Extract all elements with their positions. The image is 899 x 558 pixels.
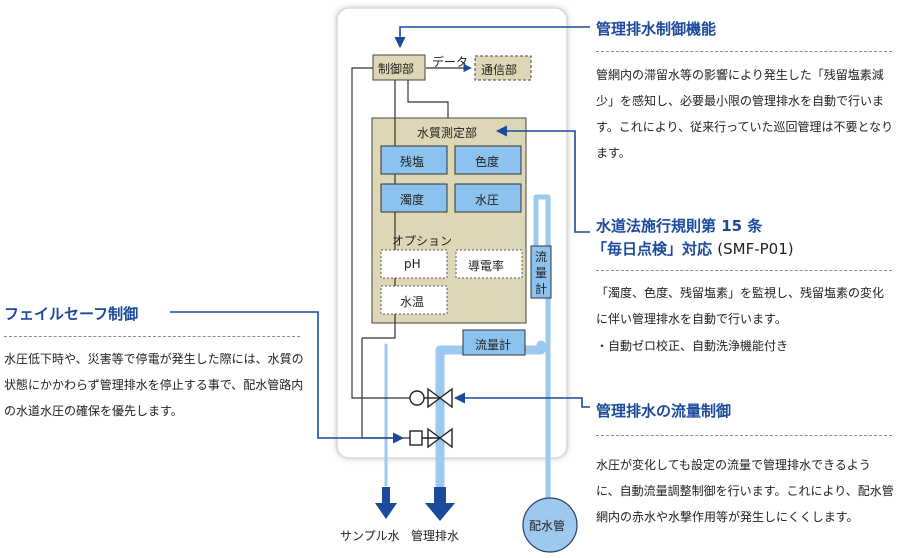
flowmeter-vertical-char: 量 [535,266,548,280]
divider [596,435,892,436]
option-box [455,249,523,279]
callout-lines [170,26,590,444]
flowmeter-box [462,329,526,356]
managed-drain-label: 管理排水 [411,529,460,543]
comm-unit-label: 通信部 [481,63,518,77]
comm-unit-box [474,55,532,81]
option-box [380,249,448,279]
sensor-box [380,183,448,213]
control-unit-box [372,54,426,81]
option-box [380,285,448,315]
flowmeter-vertical-char: 計 [535,282,548,296]
sensor-box [454,183,522,213]
distribution-pipe-label: 配水管 [529,519,566,533]
daily-check-title-line1: 水道法施行規則第 15 条 [596,217,763,235]
daily-check-bullet: ・自動ゼロ校正、自動洗浄機能付き [596,339,789,353]
option-conductivity: 導電率 [468,259,505,273]
flowmeter-vertical-char: 流 [535,250,548,264]
failsafe-title: フェイルセーフ制御 [4,305,139,323]
sensor-box [454,145,522,175]
sample-water-label: サンプル水 [340,529,400,543]
option-ph: pH [404,257,421,271]
divider [596,270,892,271]
daily-check-title-line2: 「毎日点検」対応 (SMF-P01) [592,238,794,259]
control-valve-icon [409,387,453,409]
data-label: データ [432,55,469,69]
distribution-pipe-icon [522,497,578,553]
daily-check-title-main: 「毎日点検」対応 [592,240,713,258]
sensor-turbidity: 濁度 [400,193,425,207]
sample-water-arrow-icon [375,487,397,519]
sensor-pressure: 水圧 [475,193,500,207]
flowmeter-vertical-box [530,245,552,299]
sensor-residual-chlorine: 残塩 [400,155,425,169]
flowmeter-label: 流量計 [475,338,512,352]
drain-control-title: 管理排水制御機能 [596,20,717,38]
drain-control-text: 管網内の滞留水等の影響により発生した「残留塩素減少」を感知し、必要最小限の管理排… [596,68,894,160]
option-water-temp: 水温 [400,295,425,309]
flow-control-title: 管理排水の流量制御 [596,402,732,420]
sensor-color: 色度 [475,155,500,169]
option-label: オプション [392,234,453,248]
quality-unit-label: 水質測定部 [417,126,478,140]
flow-control-text: 水圧が変化しても設定の流量で管理排水できるように、自動流量調整制御を行います。こ… [596,458,894,524]
divider [596,51,892,52]
failsafe-valve-icon [409,427,453,449]
sensor-box [380,145,448,175]
managed-drain-arrow-icon [425,487,455,521]
failsafe-text: 水圧低下時や、災害等で停電が発生した際には、水質の状態にかかわらず管理排水を停止… [4,352,304,418]
divider [4,336,300,337]
control-unit-label: 制御部 [378,62,415,76]
daily-check-text: 「濁度、色度、残留塩素」を監視し、残留塩素の変化に伴い管理排水を自動で行います。 [596,286,885,326]
daily-check-title-model: (SMF-P01) [717,240,794,258]
